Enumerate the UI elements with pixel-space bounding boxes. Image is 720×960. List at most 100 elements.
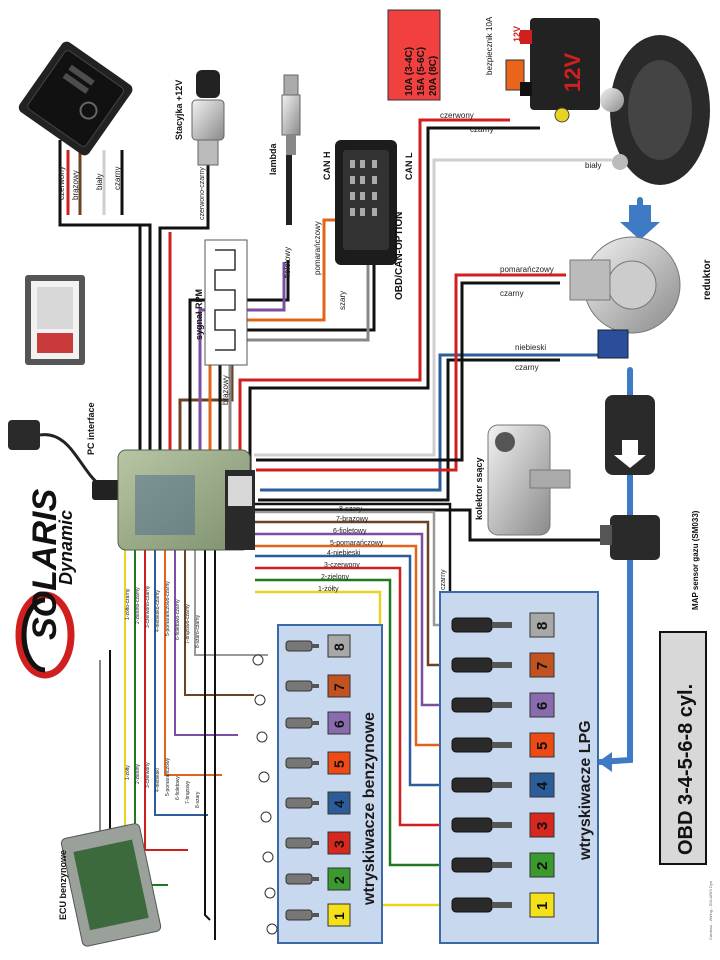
injector-body: [451, 617, 493, 633]
cylinder-number-badge: [529, 692, 555, 718]
connector-icon: [256, 731, 268, 743]
ignition-switch: [191, 70, 225, 166]
rpm-wire-label: brązowy: [221, 375, 230, 405]
reducer-black-wire-label: czarny: [500, 289, 524, 298]
cylinder-number-badge: [529, 852, 555, 878]
lpg-injector-5: 5: [451, 732, 555, 758]
title-box: [659, 631, 707, 865]
petrol-wire-label: 2-zielony: [135, 763, 141, 784]
petrol-wire-label: 1-żółto-czarny: [125, 588, 131, 620]
lambda-wire-orange-label: pomarańczowy: [313, 221, 322, 275]
cylinder-number: 3: [534, 822, 551, 830]
lpg-wire-label: 5-pomarańczowy: [330, 540, 384, 547]
injector-body: [285, 717, 313, 729]
switch-wire-label-black: czarny: [113, 166, 122, 190]
cylinder-number-badge: [529, 612, 555, 638]
obd-grey-wire-label: szary: [338, 291, 347, 310]
petrol-wire-label: 8-szary: [195, 791, 201, 808]
injector-body: [285, 680, 313, 692]
cylinder-number-badge: [327, 903, 351, 927]
connector-icon: [252, 654, 264, 666]
gas-ecu: [117, 449, 255, 551]
laptop: [25, 275, 85, 365]
injector-body: [451, 657, 493, 673]
petrol-wire-label: 6-fioletowo-czarny: [175, 599, 181, 640]
lpg-wire-label: 1-żółty: [318, 586, 339, 593]
cylinder-number-badge: [327, 634, 351, 658]
injector-body: [285, 873, 313, 885]
lpg-wire-label: 6-fioletowy: [333, 528, 367, 535]
lpg-cylinders: 1 2 3 4 5 6 7 8: [451, 612, 555, 918]
lambda-sensor: [281, 74, 301, 225]
cylinder-number-badge: [327, 831, 351, 855]
switch-wire-label-brown: brązowy: [71, 170, 80, 200]
injector-body: [451, 817, 493, 833]
petrol-injector-6: 6: [256, 711, 351, 743]
lpg-injector-6: 6: [451, 692, 555, 718]
cylinder-number: 8: [534, 622, 551, 630]
injector-body: [451, 897, 493, 913]
petrol-ecu-label: ECU benzynowe: [58, 850, 68, 920]
injector-body: [451, 737, 493, 753]
lpg-wire-labels: 1-żółty2-zielony3-czerwony4-niebieski5-p…: [318, 506, 384, 593]
lpg-injector-4: 4: [451, 772, 555, 798]
cylinder-number: 1: [331, 912, 347, 920]
petrol-wire-label: 3-czerwono-czarny: [145, 585, 151, 628]
lpg-wire-label: 2-zielony: [321, 574, 350, 581]
rpm-signal: [204, 239, 248, 366]
intake-label: kolektor ssący: [474, 457, 484, 520]
reducer-label: reduktor: [702, 259, 713, 300]
lpg-injector-7: 7: [451, 652, 555, 678]
can-l-label: CAN L: [404, 152, 414, 180]
reducer-blue-black-wire-label: czarny: [515, 363, 539, 372]
gas-flow-arrowhead: [598, 752, 612, 772]
lpg-wire-label: 7-brązowy: [336, 516, 369, 523]
lpg-injector-2: 2: [451, 852, 555, 878]
cylinder-number: 2: [534, 862, 551, 870]
petrol-wire-label: 7-brązowy: [185, 780, 191, 804]
cylinder-number-badge: [529, 732, 555, 758]
rpm-label: sygnał RPM: [194, 289, 204, 340]
fuse-rating-2: 15A (5-6C): [416, 47, 427, 96]
petrol-injector-4: 4: [260, 791, 351, 823]
petrol-injector-1: 1: [266, 903, 351, 935]
footer: Cardoso - Wiring - SOLARIS Dyn: [708, 881, 713, 940]
battery-red-wire-label: czerwony: [440, 111, 474, 120]
injector-body: [451, 697, 493, 713]
lambda-wire-violet-label: fioletowy: [283, 247, 292, 278]
fuse-ratings-box: [387, 9, 441, 101]
petrol-injector-7: 7: [254, 674, 351, 706]
cylinder-number-badge: [327, 711, 351, 735]
lpg-tank: [600, 35, 710, 185]
connector-icon: [258, 771, 270, 783]
petrol-injector-3: 3: [262, 831, 351, 863]
petrol-wire-label: 5-pomarańczowy: [165, 757, 171, 796]
cylinder-number-badge: [327, 751, 351, 775]
ignition-wire-label: czerwono-czarny: [199, 167, 206, 220]
petrol-wire-label: 8-szaro-czarny: [195, 614, 201, 648]
tank-white-wire-label: biały: [585, 161, 601, 170]
lpg-injector-8: 8: [451, 612, 555, 638]
lpg-injector-1: 1: [451, 892, 555, 918]
reducer-blue-wire-label: niebieski: [515, 343, 546, 352]
switch-wire-label-red: czerwony: [57, 166, 66, 200]
petrol-wire-label: 4-niebieski: [155, 768, 161, 792]
lpg-wire-label: 4-niebieski: [327, 550, 361, 557]
cylinder-number: 5: [331, 760, 347, 768]
connector-icon: [264, 887, 276, 899]
cylinder-number: 4: [331, 800, 347, 808]
obd-label: OBD/CAN-OPTION: [394, 212, 405, 300]
petrol-ecu: [60, 823, 162, 947]
fuse-rating-1: 10A (3-4C): [404, 47, 415, 96]
cylinder-number: 2: [331, 876, 347, 884]
brand-name: SOLARIS: [26, 489, 64, 640]
lpg-black-wire-label: czarny: [440, 569, 447, 590]
cylinder-number-badge: [327, 791, 351, 815]
cylinder-number: 7: [331, 683, 347, 691]
gas-filter: [605, 395, 655, 475]
gas-flow-arrow: [620, 205, 660, 240]
cylinder-number: 3: [331, 840, 347, 848]
cylinder-number: 6: [534, 702, 551, 710]
cylinder-number-badge: [529, 652, 555, 678]
